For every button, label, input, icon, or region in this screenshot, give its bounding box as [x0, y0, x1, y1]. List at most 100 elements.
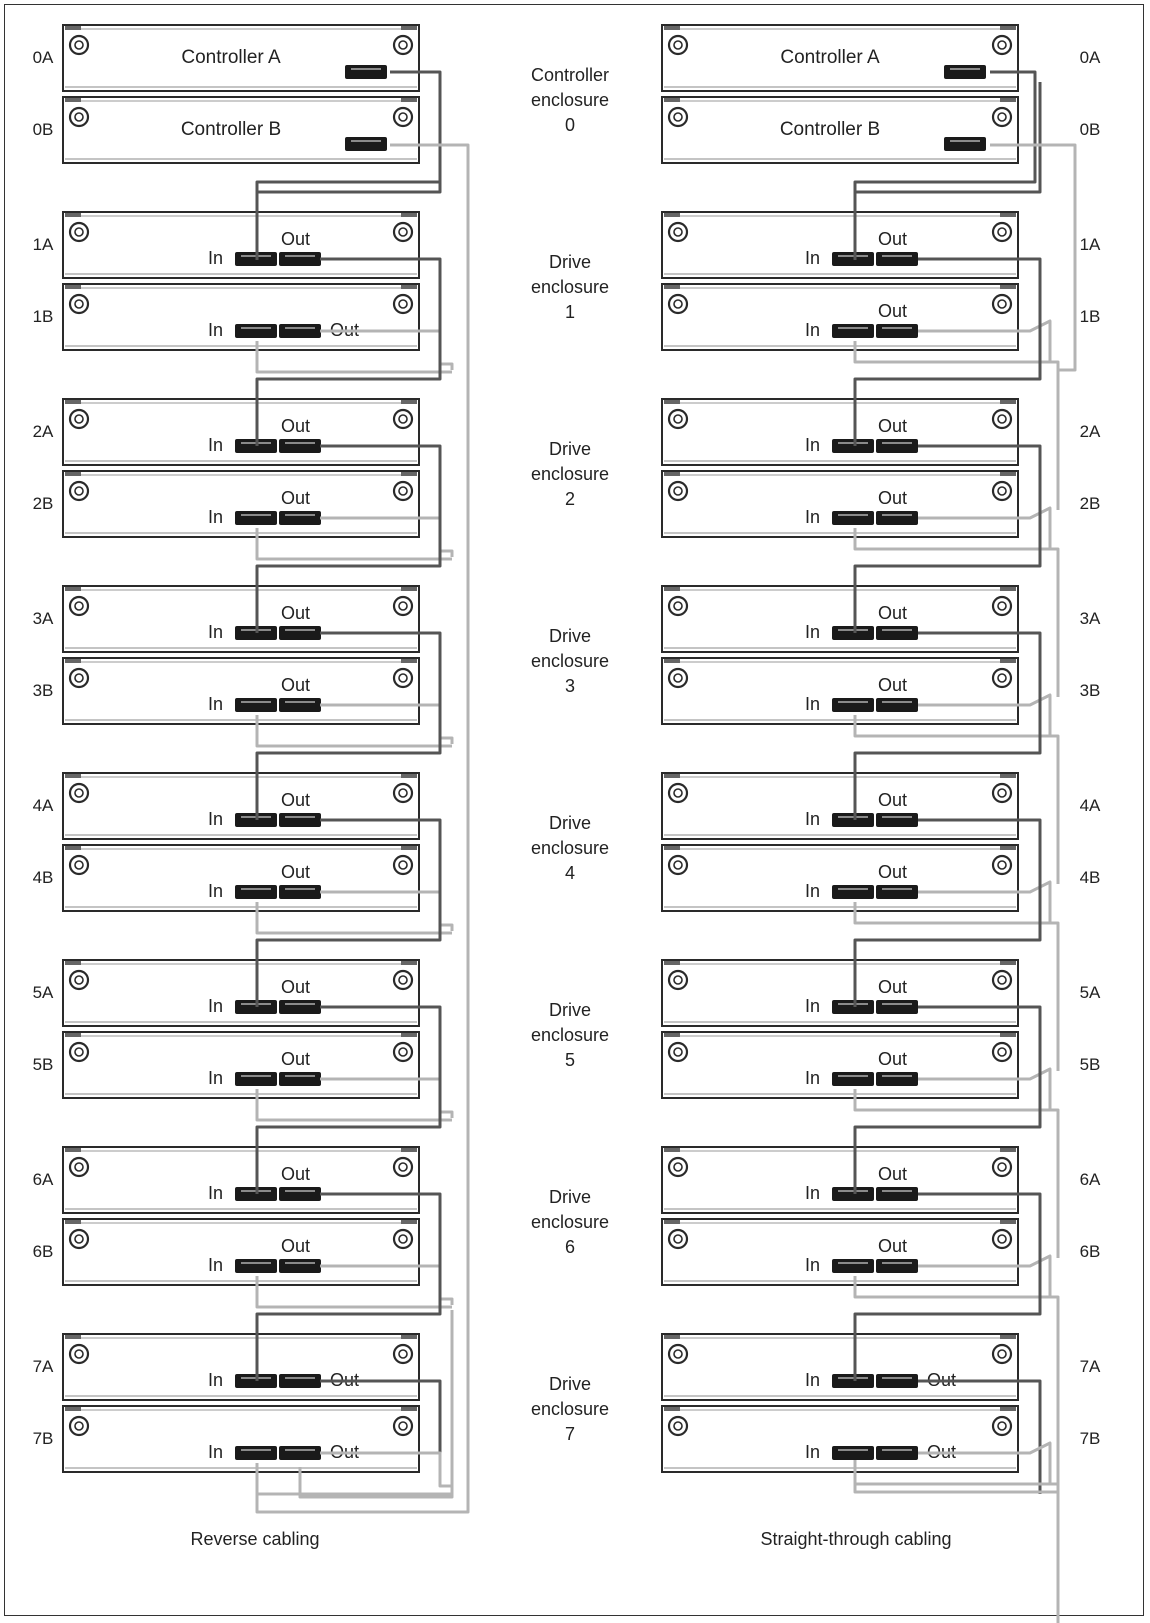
port-out-label: Out — [281, 977, 310, 997]
tray-body — [661, 844, 1019, 912]
port-in-detail — [838, 1262, 868, 1264]
thumbscrew-right-icon-inner — [997, 1421, 1007, 1431]
cable-left-ctrl-a — [255, 70, 442, 260]
host-port-detail — [950, 140, 980, 142]
port-out-detail — [285, 327, 315, 329]
cable-right-a — [853, 1194, 1042, 1381]
thumbscrew-right-icon-inner — [997, 1349, 1007, 1359]
port-in-label: In — [208, 1370, 223, 1390]
port-in-label: In — [208, 996, 223, 1016]
tray-body — [62, 844, 420, 912]
thumbscrew-left-icon-inner — [673, 1349, 683, 1359]
thumbscrew-right-icon-inner — [997, 227, 1007, 237]
tray-body — [661, 24, 1019, 92]
tray-body — [661, 211, 1019, 279]
enclosure-label-line: 5 — [565, 1050, 575, 1070]
latch-right — [1000, 1148, 1016, 1152]
port-out — [279, 813, 321, 827]
cable-right-a — [853, 446, 1042, 633]
port-out-detail — [882, 1003, 912, 1005]
tray-id: 3A — [33, 609, 54, 628]
thumbscrew-left-icon-inner — [74, 1234, 84, 1244]
port-in-label: In — [208, 507, 223, 527]
port-out — [279, 252, 321, 266]
port-in-detail — [241, 1262, 271, 1264]
port-in — [832, 252, 874, 266]
thumbscrew-left-icon-inner — [673, 860, 683, 870]
thumbscrew-right-icon-inner — [398, 1421, 408, 1431]
thumbscrew-left-icon-inner — [673, 975, 683, 985]
tray-id: 4A — [33, 796, 54, 815]
tray-body — [661, 1405, 1019, 1473]
thumbscrew-left-icon-inner — [74, 299, 84, 309]
host-port-detail — [351, 68, 381, 70]
thumbscrew-left-icon-inner — [673, 414, 683, 424]
tray-id: 4B — [1080, 868, 1101, 887]
tray-body — [62, 1405, 420, 1473]
enclosure-label-line: Drive — [549, 1374, 591, 1394]
enclosure-label-line: Drive — [549, 813, 591, 833]
port-out — [279, 1072, 321, 1086]
port-in-detail — [838, 1003, 868, 1005]
latch-left — [65, 1407, 81, 1411]
port-out-label: Out — [878, 488, 907, 508]
latch-right — [401, 1148, 417, 1152]
port-out — [876, 698, 918, 712]
port-out-label: Out — [878, 862, 907, 882]
port-in-label: In — [805, 435, 820, 455]
thumbscrew-right-icon-inner — [997, 788, 1007, 798]
latch-right — [401, 774, 417, 778]
thumbscrew-left-icon-inner — [74, 975, 84, 985]
cable-left-a — [255, 1194, 442, 1381]
host-port-detail — [950, 68, 980, 70]
latch-left — [65, 659, 81, 663]
enclosure-label-line: 3 — [565, 676, 575, 696]
thumbscrew-right-icon-inner — [398, 673, 408, 683]
cable-left-b-in — [255, 1276, 452, 1309]
port-out-detail — [285, 514, 315, 516]
port-in — [235, 511, 277, 525]
tray-body — [62, 1031, 420, 1099]
latch-right — [401, 1033, 417, 1037]
port-in-detail — [838, 629, 868, 631]
port-out-detail — [882, 1262, 912, 1264]
port-in-label: In — [208, 881, 223, 901]
tray-id: 6A — [1080, 1170, 1101, 1189]
latch-right — [1000, 472, 1016, 476]
port-out — [876, 439, 918, 453]
tray-id: 7B — [33, 1429, 54, 1448]
port-in-detail — [838, 1075, 868, 1077]
thumbscrew-right-icon-inner — [997, 975, 1007, 985]
port-out-label: Out — [878, 1164, 907, 1184]
port-out — [279, 439, 321, 453]
tray-body — [62, 1218, 420, 1286]
port-in-label: In — [208, 1068, 223, 1088]
cable-right-a — [853, 1007, 1042, 1194]
port-in-detail — [241, 888, 271, 890]
port-out-detail — [882, 1190, 912, 1192]
latch-right — [1000, 98, 1016, 102]
thumbscrew-right-icon-inner — [398, 1047, 408, 1057]
tray-body — [661, 96, 1019, 164]
thumbscrew-right-icon-inner — [997, 1234, 1007, 1244]
latch-left — [664, 400, 680, 404]
enclosure-label-line: Controller — [531, 65, 609, 85]
latch-right — [1000, 285, 1016, 289]
latch-left — [664, 285, 680, 289]
latch-right — [401, 400, 417, 404]
tray-body — [62, 772, 420, 840]
thumbscrew-right-icon-inner — [398, 112, 408, 122]
latch-left — [65, 400, 81, 404]
tray-id: 1A — [33, 235, 54, 254]
latch-right — [1000, 774, 1016, 778]
